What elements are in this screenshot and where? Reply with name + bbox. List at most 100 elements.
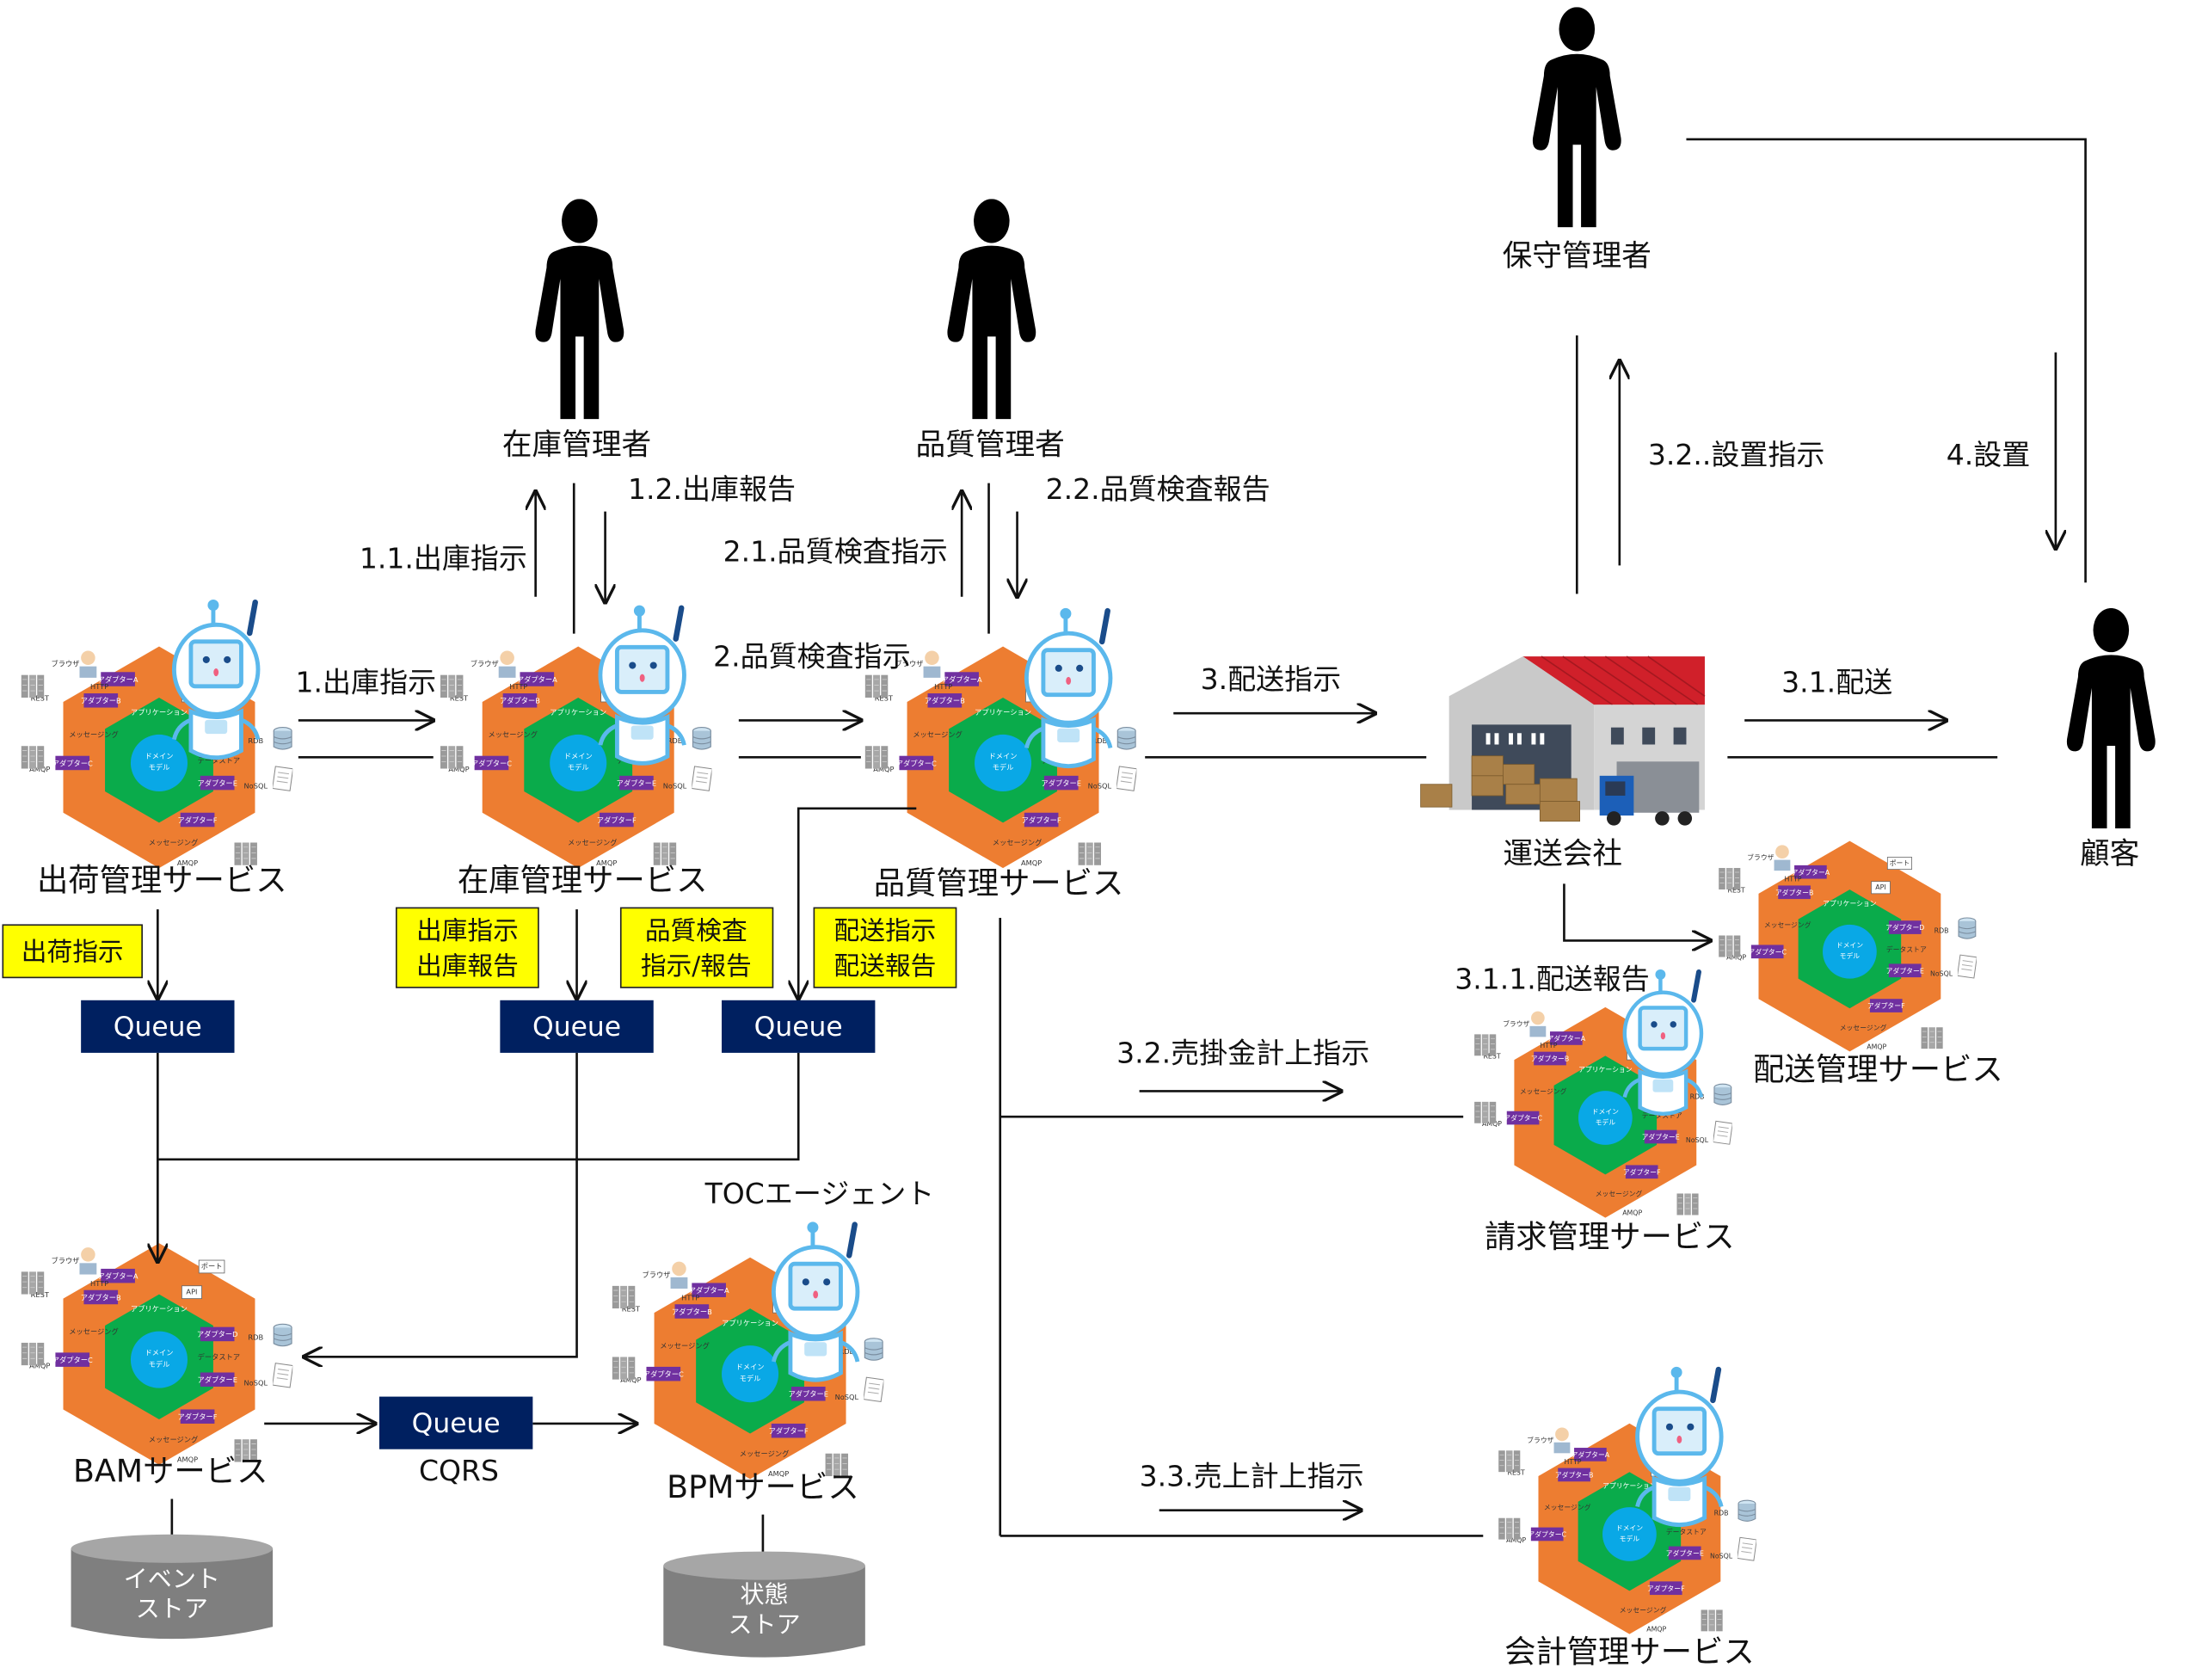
domain-model-label: ドメイン (564, 752, 593, 760)
server-icon (440, 746, 464, 769)
arrow-label-1: 1.出庫指示 (296, 665, 437, 698)
person-icon (2066, 607, 2156, 828)
browser-label: ブラウザ (51, 1256, 79, 1265)
event-note-quality: 品質検査 指示/報告 (619, 907, 774, 988)
server-icon (612, 1285, 636, 1309)
domain-model-label: モデル (1596, 1117, 1616, 1126)
rdb-label: RDB (248, 736, 263, 745)
nosql-label: NoSQL (835, 1393, 859, 1401)
amqp-label: AMQP (768, 1469, 789, 1478)
actor-label: 顧客 (2080, 837, 2139, 871)
event-note-inventory: 出庫指示 出庫報告 (395, 907, 539, 988)
carrier-label: 運送会社 (1503, 837, 1622, 871)
adapter-label: アダプターE (789, 1390, 828, 1399)
rdb-label: RDB (248, 1333, 263, 1342)
queue-cqrs: Queue CQRS (378, 1396, 533, 1487)
user-icon (925, 650, 939, 666)
arrow-label-3-2-install: 3.2..設置指示 (1648, 438, 1825, 471)
service-label-inventory: 在庫管理サービス (458, 862, 708, 899)
port-bubble (1886, 857, 1912, 870)
adapter-label: アダプターC (643, 1369, 684, 1378)
database-icon (864, 1338, 883, 1361)
adapter-label: アダプターB (81, 1293, 121, 1302)
warehouse-icon (1420, 655, 1706, 826)
adapter-box (1750, 945, 1784, 959)
arrow-labels: 1.出庫指示 1.1.出庫指示 1.2.出庫報告 2.品質検査指示 2.1.品質… (296, 438, 2031, 1493)
laptop-icon (923, 666, 941, 678)
adapter-label: アダプターC (1504, 1114, 1542, 1123)
rest-label: REST (875, 693, 894, 702)
nosql-label: NoSQL (1088, 782, 1112, 791)
amqp-label: AMQP (29, 1362, 50, 1370)
datastore-label: データストア (198, 756, 241, 765)
adapter-label: アダプターA (98, 1272, 138, 1281)
adapter-label: アダプターA (1792, 868, 1830, 877)
database-icon (273, 726, 292, 750)
report-doc-icon (273, 1363, 293, 1388)
server-icon (1701, 1609, 1724, 1632)
amqp-label: AMQP (1021, 858, 1042, 867)
connectors (157, 138, 2087, 1554)
datastore-label: データストア (1886, 945, 1927, 953)
actor-label: 品質管理者 (915, 428, 1064, 463)
service-label-billing: 請求管理サービス (1485, 1218, 1735, 1255)
rdb-label: RDB (1690, 1093, 1705, 1101)
domain-model-label: ドメイン (145, 1349, 173, 1357)
line-maintenance-customer (1686, 138, 2087, 583)
amqp-label: AMQP (1867, 1043, 1886, 1050)
queue-label: Queue (532, 1012, 621, 1043)
adapter-box (1574, 1448, 1607, 1462)
actor-quality-manager: 品質管理者 (915, 199, 1065, 463)
laptop-icon (670, 1277, 688, 1289)
server-icon (1718, 935, 1741, 957)
http-label: HTTP (1540, 1042, 1557, 1049)
adapter-label: アダプターE (197, 778, 237, 787)
report-doc-icon (692, 766, 712, 791)
store-line: ストア (728, 1610, 800, 1639)
domain-model-label: ドメイン (1836, 942, 1863, 950)
port-label: ポート (1890, 859, 1910, 867)
laptop-icon (1774, 859, 1791, 871)
adapter-label: アダプターB (672, 1308, 712, 1316)
arrow-label-3-1: 3.1.配送 (1781, 665, 1892, 698)
adapter-box (200, 1326, 235, 1342)
adapter-label: アダプターC (52, 1356, 93, 1364)
amqp-label: AMQP (177, 858, 198, 867)
adapter-box (1024, 812, 1059, 828)
adapter-box (520, 672, 555, 686)
note-line: 品質検査 (645, 916, 747, 946)
domain-model-label: ドメイン (989, 752, 1018, 760)
actor-customer: 顧客 (2066, 607, 2156, 871)
rest-label: REST (1508, 1468, 1525, 1476)
database-icon (1116, 726, 1136, 750)
note-line: 配送指示 (834, 916, 937, 946)
messaging-label: メッセージング (1544, 1503, 1591, 1511)
adapter-box (646, 1366, 681, 1382)
adapter-box (83, 1289, 119, 1305)
arrow-label-3: 3.配送指示 (1201, 662, 1342, 696)
messaging-label: メッセージング (69, 1327, 119, 1336)
actor-label: 在庫管理者 (502, 428, 651, 463)
queue-quality: Queue (722, 1000, 876, 1053)
domain-model-circle (1578, 1091, 1633, 1145)
adapter-box (899, 755, 934, 771)
database-icon (692, 726, 711, 750)
application-label: アプリケーション (550, 708, 606, 717)
messaging-label: メッセージング (1764, 920, 1811, 929)
adapter-label: アダプターE (197, 1375, 237, 1384)
amqp-label: AMQP (1482, 1120, 1502, 1128)
messaging-label: メッセージング (913, 730, 963, 739)
adapter-box (1888, 920, 1922, 934)
state-store: 状態 ストア (663, 1551, 865, 1658)
adapter-label: アダプターD (1885, 923, 1924, 932)
adapter-box (1668, 1546, 1701, 1560)
adapter-box (55, 755, 90, 771)
adapter-box (619, 775, 654, 791)
report-doc-icon (864, 1376, 884, 1403)
adapter-box (180, 812, 215, 828)
adapter-label: アダプターE (1042, 778, 1081, 787)
api-bubble (181, 1285, 202, 1300)
adapter-label: アダプターC (1748, 947, 1787, 956)
report-doc-icon (1116, 766, 1137, 791)
adapter-label: アダプターB (1555, 1471, 1594, 1480)
